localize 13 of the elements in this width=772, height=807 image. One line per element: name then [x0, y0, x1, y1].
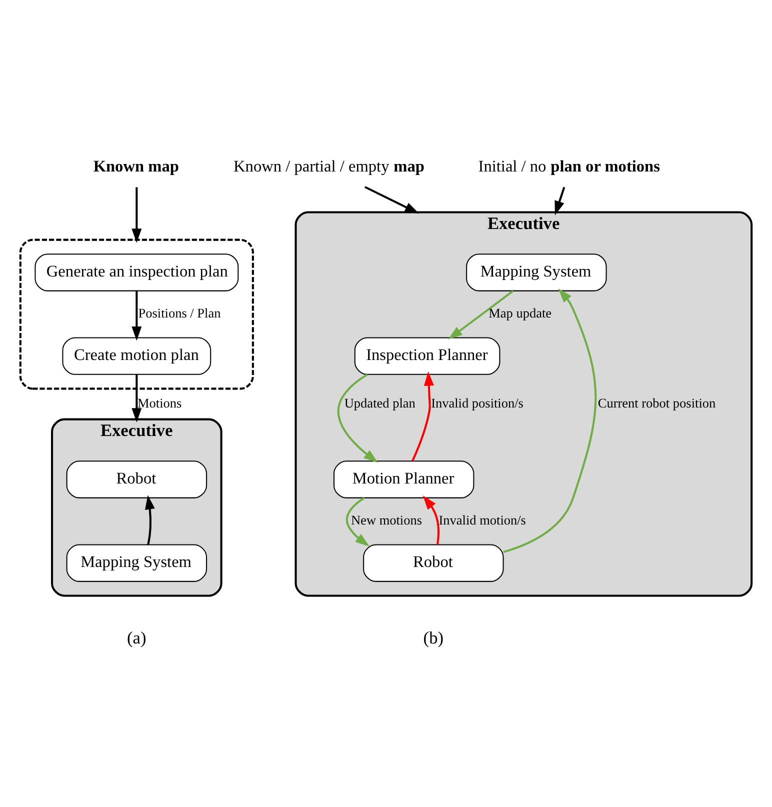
node-text: Initial / no plan or motions — [478, 156, 660, 175]
label: (b) — [423, 628, 444, 648]
edge-label: Map update — [488, 305, 552, 320]
edge-label: Invalid position/s — [431, 394, 524, 410]
edge-label: Motions — [138, 394, 182, 410]
node-text: Known / partial / empty map — [234, 156, 424, 175]
label: (a) — [127, 628, 146, 648]
edge-label: Current robot position — [598, 394, 716, 410]
node-text: Known map — [93, 156, 179, 175]
edge-label: New motions — [350, 512, 422, 528]
edge-label: Positions / Plan — [138, 305, 221, 320]
edge-label: Invalid motion/s — [438, 512, 526, 528]
edge-label: Updated plan — [344, 394, 416, 410]
